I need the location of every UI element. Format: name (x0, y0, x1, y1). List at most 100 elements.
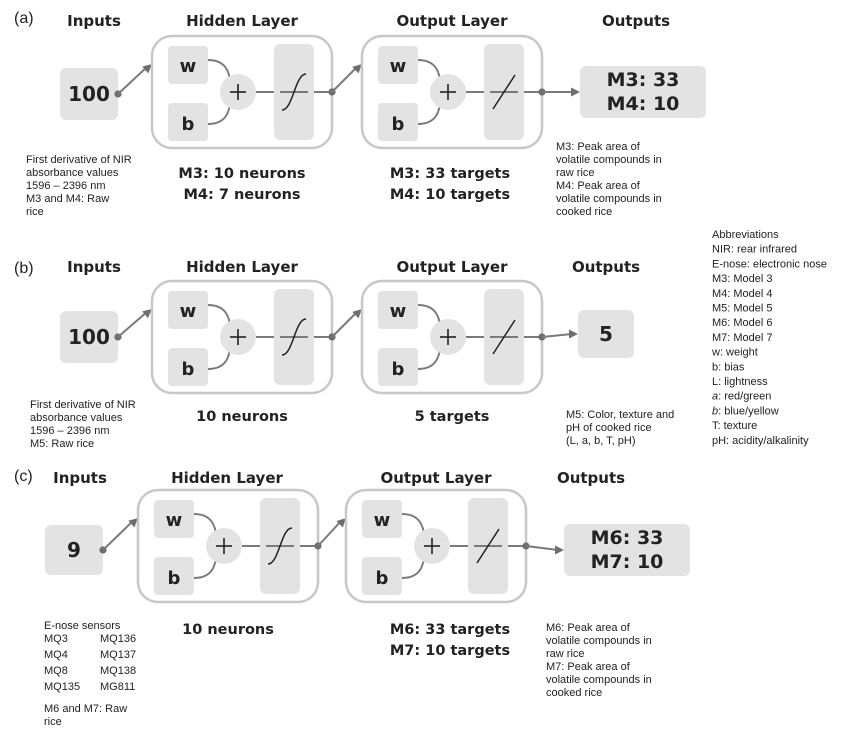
panel-a-hidden-output-connector (331, 65, 359, 93)
abbreviation-item: L: lightness (712, 376, 768, 388)
panel-b-outlayer-weight-box (378, 291, 418, 329)
panel-c-input-note: M6 and M7: Raw (44, 703, 127, 715)
panel-b-output-note: pH of cooked rice (566, 422, 652, 434)
panel-b-hidden-weight-box (168, 291, 208, 329)
panel-a-input-note: First derivative of NIR (26, 154, 132, 166)
panel-c-outlayer-linear-icon (476, 528, 500, 564)
panel-c-label: (c) (14, 468, 33, 485)
panel-c-outlayer-weight-label: w (374, 510, 391, 531)
panel-c-input-connector (102, 519, 135, 551)
panel-c-header-outputs: Outputs (557, 469, 625, 487)
panel-a-input-connector (117, 65, 149, 95)
panel-b-output-note: (L, a, b, T, pH) (566, 435, 636, 447)
panel-a-output-caption: M3: 33 targets (390, 166, 510, 182)
panel-c-hidden-weight-label: w (166, 510, 183, 531)
panel-b-input-arrowhead (142, 309, 152, 319)
panel-c-hidden-weight-box (154, 500, 194, 538)
panel-b-hidden-sigmoid-icon (281, 318, 307, 356)
panel-a-hidden-weight-box (168, 46, 208, 84)
panel-b-outlayer-weight-label: w (390, 301, 407, 322)
panel-b-hidden-caption: 10 neurons (196, 409, 288, 425)
panel-c-input-value: 9 (67, 538, 81, 562)
panel-c-sensor-name: MQ3 (44, 633, 68, 645)
panel-c-outlayer-weight-box (362, 500, 402, 538)
panel-a-hidden-output-arrowhead (352, 64, 362, 74)
panel-a-outlayer-linear-icon (492, 74, 516, 110)
panel-a-hidden-bias-box (168, 103, 208, 141)
panel-a-hidden-caption: M3: 10 neurons (178, 166, 305, 182)
panel-a-hidden-weight-label: w (180, 56, 197, 77)
panel-c-output-caption: M6: 33 targets (390, 622, 510, 638)
panel-c-output-note: raw rice (546, 648, 585, 660)
abbreviation-item: NIR: rear infrared (712, 244, 797, 256)
panel-c-output-note: volatile compounds in (546, 635, 652, 647)
panel-b-output-caption: 5 targets (415, 409, 490, 425)
panel-b-hidden-output-arrowhead (352, 309, 362, 319)
abbreviation-item: a: red/green (712, 391, 771, 403)
panel-c-sensor-name: MQ136 (100, 633, 136, 645)
panel-b-output-box (578, 310, 634, 358)
panel-c-hidden-output-arrowhead (336, 518, 346, 528)
panel-a-output-caption: M4: 10 targets (390, 187, 510, 203)
panel-b-input-connector (117, 310, 149, 338)
panel-b-outlayer-bias-box (378, 348, 418, 386)
abbreviation-item: T: texture (712, 420, 757, 432)
panel-b-header-output: Output Layer (397, 258, 509, 276)
panel-c-sensor-name: MQ137 (100, 649, 136, 661)
panel-c-sensor-name: MQ135 (44, 681, 80, 693)
panel-b-hidden-bias-label: b (182, 359, 195, 380)
abbreviation-item: b: bias (712, 361, 745, 373)
panel-a-output-note: cooked rice (556, 206, 612, 218)
panel-a-output-arrowhead (571, 87, 580, 97)
panel-c-input-arrowhead (128, 518, 138, 528)
panel-b-hidden-weight-label: w (180, 301, 197, 322)
panel-c-output-note: cooked rice (546, 687, 602, 699)
panel-a-input-note: 1596 – 2396 nm (26, 180, 106, 192)
panel-b-header-outputs: Outputs (572, 258, 640, 276)
panel-a-header-output: Output Layer (397, 12, 509, 30)
panel-a-outlayer-bias-label: b (392, 114, 405, 135)
panel-b-input-value: 100 (68, 325, 110, 349)
panel-a-hidden-caption: M4: 7 neurons (183, 187, 300, 203)
panel-c-sensor-name: MQ4 (44, 649, 68, 661)
panel-b-hidden-output-connector (331, 310, 359, 338)
abbreviation-key: a (712, 391, 718, 403)
panel-a-output-note: volatile compounds in (556, 154, 662, 166)
panel-a-outlayer-bias-box (378, 103, 418, 141)
abbreviation-item: pH: acidity/alkalinity (712, 435, 809, 447)
panel-b-input-note: M5: Raw rice (30, 438, 94, 450)
panel-b-outlayer-linear-icon (492, 319, 516, 355)
panel-c-hidden-bias-label: b (168, 568, 181, 589)
panel-a-output-box (580, 66, 706, 118)
panel-c-output-note: M7: Peak area of (546, 661, 631, 673)
panel-a-hidden-sigmoid-icon (281, 73, 307, 111)
panel-b-output-connector (541, 333, 573, 338)
panel-c-output-note: M6: Peak area of (546, 622, 631, 634)
panel-c-outlayer-bias-label: b (376, 568, 389, 589)
panel-c-output-connector (525, 545, 559, 551)
abbreviation-key: b (712, 405, 718, 417)
panel-b-input-note: 1596 – 2396 nm (30, 425, 110, 437)
abbreviation-text: : red/green (718, 391, 771, 403)
abbreviation-item: b: blue/yellow (712, 405, 779, 417)
panel-a-input-arrowhead (142, 64, 152, 74)
panel-c-header-inputs: Inputs (53, 469, 107, 487)
panel-c-output-value: M6: 33 (591, 527, 664, 549)
panel-a-input-note: rice (26, 206, 44, 218)
panel-b-output-note: M5: Color, texture and (566, 409, 674, 421)
panel-b-header-hidden: Hidden Layer (186, 258, 298, 276)
panel-a-input-value: 100 (68, 82, 110, 106)
panel-c-input-note: E-nose sensors (44, 620, 121, 632)
abbreviation-item: M3: Model 3 (712, 273, 773, 285)
panel-b-header-inputs: Inputs (67, 258, 121, 276)
panel-c-sensor-name: MG811 (100, 681, 135, 693)
panel-c-sensor-name: MQ138 (100, 665, 136, 677)
panel-b-hidden-bias-box (168, 348, 208, 386)
panel-b-input-note: First derivative of NIR (30, 399, 136, 411)
abbreviation-item: w: weight (711, 347, 758, 359)
panel-a-output-value: M3: 33 (607, 69, 680, 91)
